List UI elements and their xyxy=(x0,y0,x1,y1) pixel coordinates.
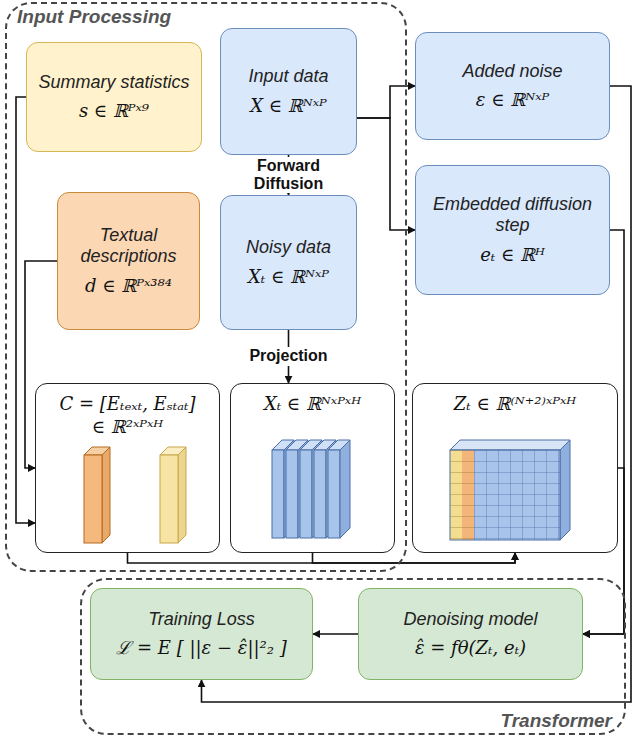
node-title: Noisy data xyxy=(246,237,331,259)
node-title: Added noise xyxy=(462,61,562,83)
node-title: Training Loss xyxy=(148,609,255,631)
node-title: Transformer xyxy=(500,710,612,732)
noise-box: Added noise ε ∈ ℝᴺˣᴾ xyxy=(415,32,610,140)
node-title: Input data xyxy=(248,66,328,88)
node-formula: ε ∈ ℝᴺˣᴾ xyxy=(476,88,549,111)
edge-label: Forward Diffusion xyxy=(236,157,342,194)
flow-arrow xyxy=(313,553,516,563)
node-formula: eₜ ∈ ℝᴴ xyxy=(480,243,545,266)
node-title: C = [Eₜₑₓₜ, Eₛₜₐₜ] xyxy=(59,392,195,415)
node-formula: d ∈ ℝᴾˣ³⁸⁴ xyxy=(85,274,172,297)
node-title: Denoising model xyxy=(403,609,537,631)
node-formula: ε̂ = fθ(Zₜ, eₜ) xyxy=(415,636,526,659)
node-title: Summary statistics xyxy=(38,72,189,94)
node-formula: ℒ = E [ ||ε − ε̂||²₂ ] xyxy=(116,636,286,659)
node-formula: Xₜ ∈ ℝᴺˣᴾ xyxy=(248,265,329,288)
step-box: Embedded diffusion step eₜ ∈ ℝᴴ xyxy=(415,165,610,295)
stats-box: Summary statistics s ∈ ℝᴾˣ⁹ xyxy=(26,42,202,152)
data-box: Noisy data Xₜ ∈ ℝᴺˣᴾ xyxy=(220,195,357,330)
tensor-box: Zₜ ∈ ℝ⁽ᴺ⁺²⁾ˣᴾˣᴴ xyxy=(412,383,618,553)
model-box: Denoising model ε̂ = fθ(Zₜ, eₜ) xyxy=(358,588,583,680)
stat-embedding-slab xyxy=(160,447,186,543)
text-embedding-slab xyxy=(84,447,110,543)
node-formula: s ∈ ℝᴾˣ⁹ xyxy=(79,99,149,122)
text-box: Textual descriptions d ∈ ℝᴾˣ³⁸⁴ xyxy=(57,192,200,330)
projected-data-stack xyxy=(272,440,350,538)
node-title: Embedded diffusion step xyxy=(424,194,601,237)
node-title: Zₜ ∈ ℝ⁽ᴺ⁺²⁾ˣᴾˣᴴ xyxy=(454,392,576,415)
node-formula: ∈ ℝ²ˣᴾˣᴴ xyxy=(92,415,164,438)
flow-arrow xyxy=(128,553,516,563)
data-box: Input data X ∈ ℝᴺˣᴾ xyxy=(220,28,357,155)
node-title: Xₜ ∈ ℝᴺˣᴾˣᴴ xyxy=(264,392,361,415)
node-formula: X ∈ ℝᴺˣᴾ xyxy=(250,94,326,117)
loss-box: Training Loss ℒ = E [ ||ε − ε̂||²₂ ] xyxy=(90,588,313,680)
input-processing-group: Input ProcessingSummary statistics s ∈ ℝᴾ… xyxy=(5,2,407,572)
transformer-group: Transformer Training Loss ℒ = E [ ||ε − ε̂… xyxy=(80,578,626,735)
edge-label: Projection xyxy=(246,347,330,365)
flow-arrow xyxy=(313,633,358,635)
condition-box: C = [Eₜₑₓₜ, Eₛₜₐₜ]∈ ℝ²ˣᴾˣᴴ xyxy=(35,383,220,553)
node-title: Textual descriptions xyxy=(66,225,191,268)
flow-arrow xyxy=(25,261,57,468)
node-title: Input Processing xyxy=(17,6,171,28)
tensor-box: Xₜ ∈ ℝᴺˣᴾˣᴴ xyxy=(230,383,395,553)
combined-token-block xyxy=(450,440,570,540)
